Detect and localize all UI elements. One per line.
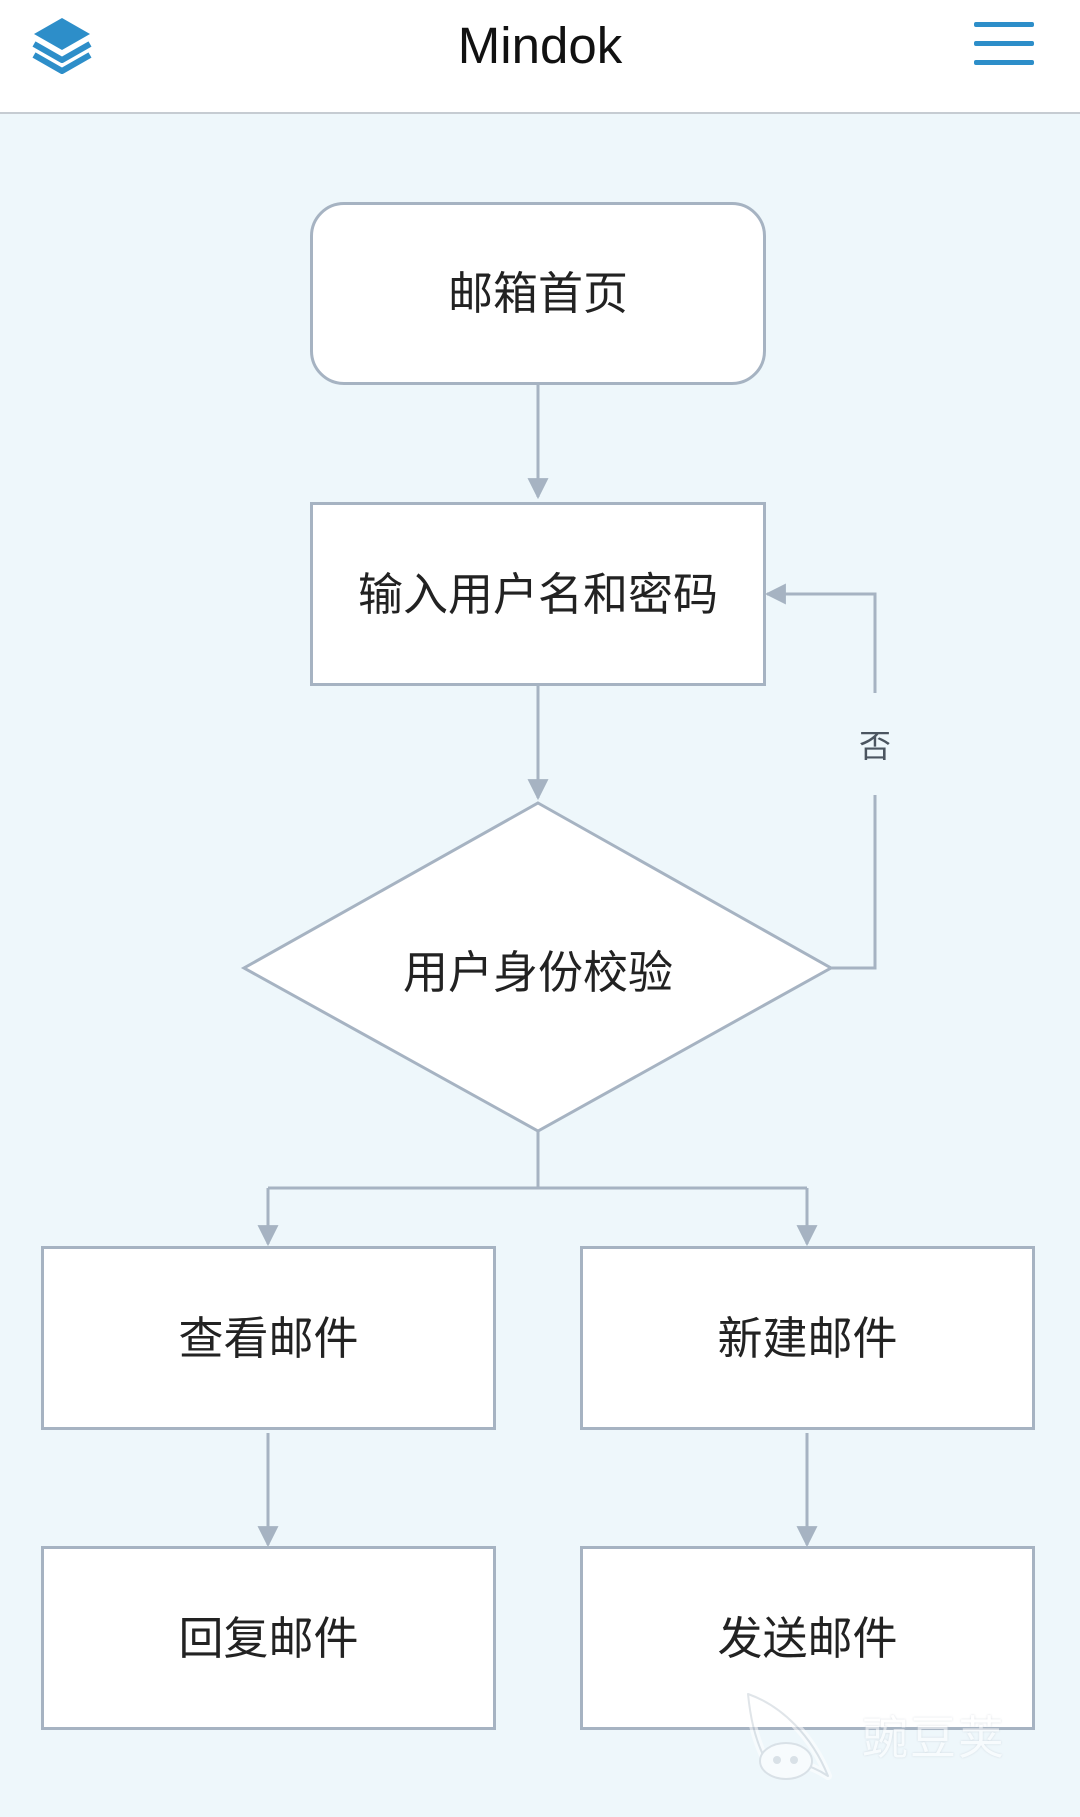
top-app-bar: Mindok xyxy=(0,0,1080,114)
page-title: Mindok xyxy=(457,17,623,74)
layers-icon[interactable] xyxy=(30,12,94,76)
node-new-mail[interactable]: 新建邮件 xyxy=(580,1246,1035,1430)
pea-pod-icon xyxy=(744,1690,832,1780)
node-view-mail[interactable]: 查看邮件 xyxy=(41,1246,496,1430)
node-reply-mail[interactable]: 回复邮件 xyxy=(41,1546,496,1730)
edge-label-check-failed: 否 xyxy=(851,722,899,766)
watermark: 豌豆荚 xyxy=(732,1678,1044,1788)
connector-check-failed-return xyxy=(764,583,877,693)
connector-check-failed-loop xyxy=(831,795,877,970)
watermark-text: 豌豆荚 xyxy=(862,1711,1006,1765)
node-mail-home[interactable]: 邮箱首页 xyxy=(310,202,766,385)
menu-icon[interactable] xyxy=(972,18,1036,70)
node-send-mail[interactable]: 发送邮件 xyxy=(580,1546,1035,1730)
node-enter-credentials[interactable]: 输入用户名和密码 xyxy=(310,502,766,686)
node-identity-check-label: 用户身份校验 xyxy=(402,945,673,999)
